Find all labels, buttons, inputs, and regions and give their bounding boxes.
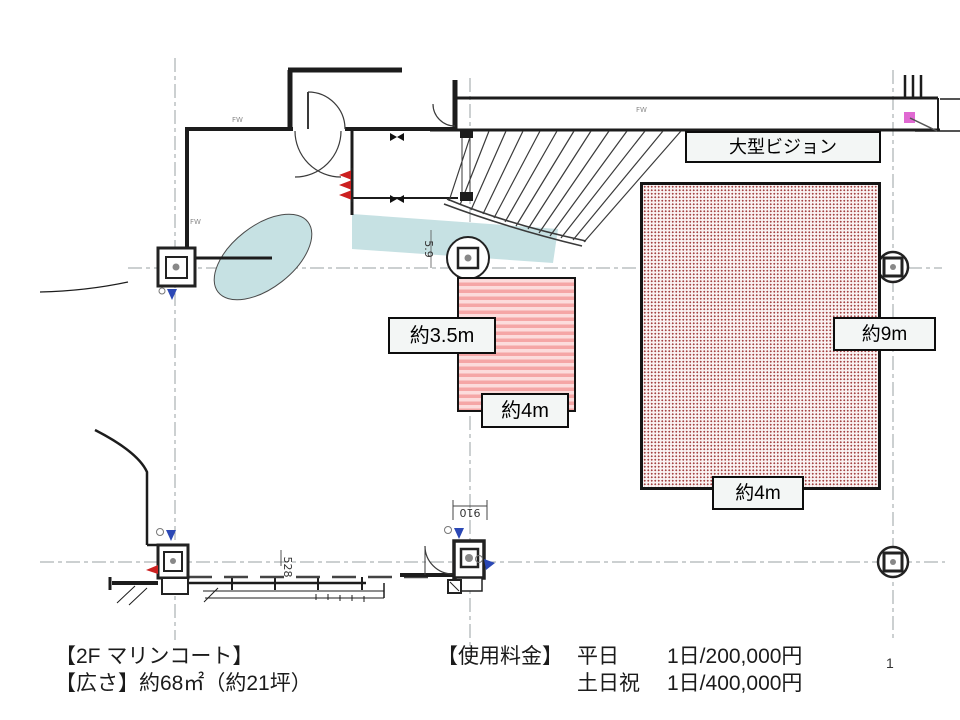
cad-dimensions: 5.9 910 528 FW FW FW xyxy=(190,106,647,578)
fee-spacer xyxy=(437,670,577,697)
magenta-marker xyxy=(904,112,915,123)
fee-day-weekday: 平日 xyxy=(577,645,619,668)
door-tag: FW xyxy=(232,116,243,124)
label-width-4m-large: 約4m xyxy=(712,476,804,510)
fee-table: 【使用料金】 平日 1日/200,000円 土日祝 1日/400,000円 xyxy=(437,643,802,697)
label-width-9m-text: 約9m xyxy=(861,323,908,345)
label-width-3-5m-text: 約3.5m xyxy=(409,324,475,347)
label-large-vision: 大型ビジョン xyxy=(685,131,881,163)
red-arrow-marker xyxy=(146,565,158,574)
dim-910: 910 xyxy=(460,506,481,519)
accent-markers xyxy=(146,112,938,574)
fee-price-weekday: 1日/200,000円 xyxy=(667,645,803,668)
dim-528: 528 xyxy=(281,557,294,578)
fee-price-weekend: 1日/400,000円 xyxy=(667,672,803,695)
room-title: 【2F マリンコート】 xyxy=(55,645,254,668)
label-width-3-5m: 約3.5m xyxy=(388,317,496,354)
label-width-4m-large-text: 約4m xyxy=(735,482,781,504)
door-arcs xyxy=(294,91,456,575)
dim-5-9: 5.9 xyxy=(422,240,435,258)
room-area: 【広さ】約68㎡（約21坪） xyxy=(55,672,312,695)
stair-direction-chevrons xyxy=(339,170,352,200)
label-width-4m-small: 約4m xyxy=(481,393,569,428)
walls xyxy=(39,67,960,606)
door-tag: FW xyxy=(636,106,647,114)
fan-stairs xyxy=(443,130,682,247)
fee-day-weekend: 土日祝 xyxy=(577,672,640,695)
teal-strip xyxy=(352,214,558,263)
door-tag: FW xyxy=(190,218,201,226)
page-number: 1 xyxy=(886,655,894,671)
label-large-vision-text: 大型ビジョン xyxy=(729,137,837,157)
fee-heading: 【使用料金】 xyxy=(437,645,563,668)
label-width-9m: 約9m xyxy=(833,317,936,351)
door-frame-symbols xyxy=(390,133,404,203)
room-info: 【2F マリンコート】 【広さ】約68㎡（約21坪） xyxy=(55,643,312,697)
label-width-4m-small-text: 約4m xyxy=(501,399,549,422)
survey-point-markers xyxy=(166,289,495,570)
